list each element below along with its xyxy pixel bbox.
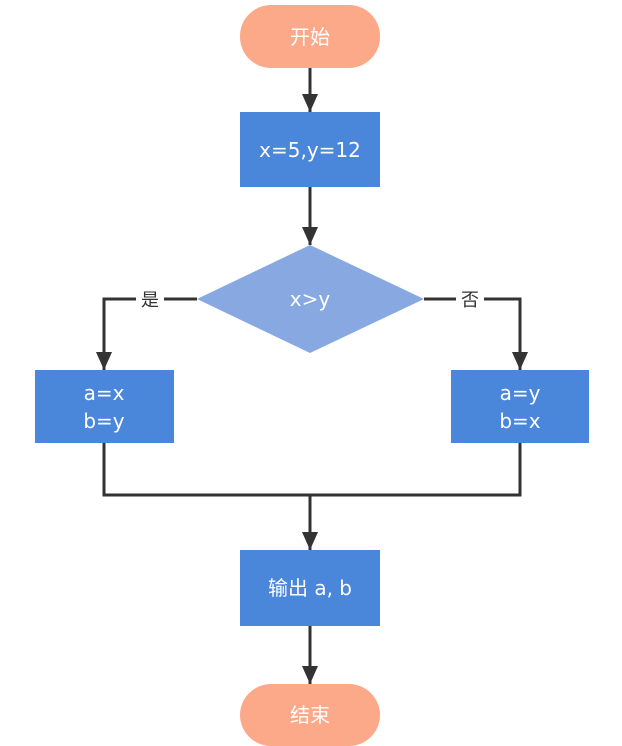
arrowhead-no	[512, 352, 528, 370]
no-label-bg	[456, 288, 484, 312]
start-label: 开始	[290, 25, 330, 49]
no-label: 否	[461, 290, 479, 311]
edge-cond-yes	[102, 297, 197, 370]
no-branch-node	[451, 370, 589, 443]
init-label: x=5,y=12	[259, 138, 361, 162]
end-label: 结束	[290, 703, 330, 727]
output-label: 输出 a, b	[268, 576, 352, 600]
yes-branch-line-2: b=y	[83, 409, 124, 433]
no-branch-line-2: b=x	[499, 409, 540, 433]
yes-branch-line-1: a=x	[84, 381, 125, 405]
yes-label-bg	[136, 288, 164, 312]
arrowhead-init	[302, 94, 318, 112]
yes-branch-node	[35, 370, 174, 443]
init-node	[240, 112, 380, 187]
output-node	[240, 550, 380, 626]
edge-yes-merge	[102, 443, 522, 497]
yes-label: 是	[141, 290, 159, 311]
arrowhead-output	[302, 532, 318, 550]
arrowhead-cond	[302, 227, 318, 245]
arrowhead-end	[302, 666, 318, 684]
no-branch-line-1: a=y	[500, 381, 541, 405]
arrowhead-yes	[96, 352, 112, 370]
cond-label: x>y	[290, 287, 331, 311]
cond-node	[197, 245, 424, 353]
end-node	[240, 684, 380, 746]
start-node	[240, 5, 380, 68]
